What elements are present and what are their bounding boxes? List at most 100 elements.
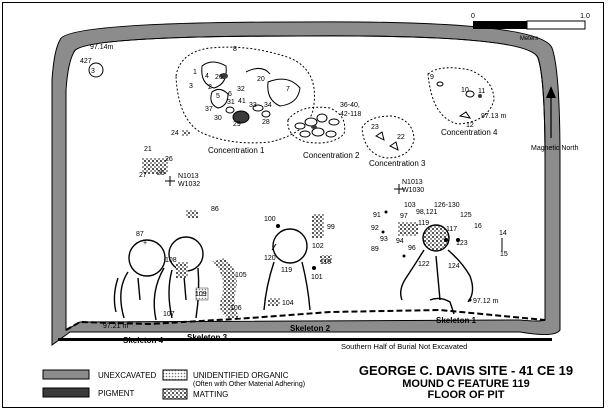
label-30: 30 [214,115,222,122]
label-119: 119 [418,220,429,227]
legend-pigment: PIGMENT [98,389,135,398]
unexcavated-area [51,21,561,346]
label-6: 6 [228,91,232,98]
label-42-118: 42-118 [340,111,361,118]
label-106: 106 [230,305,242,312]
label-26b: 26 [165,156,173,163]
concentration-3: 23 22 Concentration 3 [361,115,426,168]
title-line-3: FLOOR OF PIT [428,389,505,401]
concentration-3-label: Concentration 3 [369,159,426,168]
label-20: 20 [257,76,265,83]
label-108: 108 [165,257,177,264]
skeleton-3-label: Skeleton 3 [187,333,228,342]
north-label: Magnetic North [531,145,579,152]
label-25: 25 [157,170,165,177]
matting-105-106: 105 109 106 107 [163,258,247,318]
west-cluster: 24 21 26 27 25 [139,130,190,179]
legend-unexcavated: UNEXCAVATED [98,371,156,380]
southern-half-note: Southern Half of Burial Not Excavated [341,342,467,351]
label-1: 1 [193,69,197,76]
label-117: 117 [446,226,457,233]
label-28: 28 [262,119,270,126]
item-86: 86 [186,206,219,218]
label-8: 8 [233,46,237,53]
label-109: 109 [195,291,207,298]
label-10: 10 [461,87,469,94]
label-3: 3 [189,83,193,90]
label-36-40: 36-40, [340,102,360,109]
legend-matting: MATTING [193,390,228,399]
label-21: 21 [144,146,152,153]
title-line-2: MOUND C FEATURE 119 [402,378,530,390]
datum-b-w: W1030 [402,187,424,194]
label-107: 107 [163,311,175,318]
label-37: 37 [205,106,213,113]
label-110: 110 [320,259,331,266]
label-96: 96 [408,245,416,252]
concentration-4: 9 10 11 12 97.13 m Concentration 4 [427,67,506,137]
label-26: 26 [215,74,223,81]
south-edge-line [58,338,552,341]
concentration-2: 36-40, 42-118 Concentration 2 [287,102,361,160]
legend-matting-swatch [162,388,188,400]
label-12: 12 [466,122,474,129]
label-123: 123 [456,240,468,247]
label-33: 33 [249,102,257,109]
label-100: 100 [264,216,276,223]
datum-n1013-w1030: N1013 W1030 [394,179,424,194]
skeleton-1 [399,224,474,315]
label-94: 94 [396,238,404,245]
label-102: 102 [312,243,324,250]
label-11: 11 [478,88,485,95]
label-91: 91 [373,212,381,219]
label-120: 120 [264,255,276,262]
label-5: 5 [216,93,220,100]
label-32: 32 [237,86,245,93]
title-line-1: GEORGE C. DAVIS SITE - 41 CE 19 [359,363,573,378]
label-34: 34 [264,102,272,109]
concentration-1-label: Concentration 1 [208,146,265,155]
nw-datum: 97.14m 427 3 [80,44,114,78]
pit-outline [73,35,546,320]
label-24: 24 [171,130,179,137]
label-124: 124 [448,263,460,270]
concentration-1: 8 1 4 26 3 2 5 6 32 20 7 31 37 41 33 34 … [175,46,315,155]
label-126-130: 126-130 [434,202,460,209]
label-22: 22 [397,134,405,141]
scale-bar: 0 1.0 Meters [471,13,590,42]
north-arrow-icon [546,86,556,98]
label-92: 92 [371,225,379,232]
skeleton-2-label: Skeleton 2 [290,324,331,333]
skeleton-1-items: 103 126-130 91 97 98,121 125 16 119 92 1… [371,202,508,305]
skeleton-4-label: Skeleton 4 [123,336,164,345]
label-93: 93 [380,236,388,243]
label-31: 31 [227,99,235,106]
label-89: 89 [371,246,379,253]
north-arrow: Magnetic North [531,86,579,152]
concentration-2-label: Concentration 2 [303,151,360,160]
skeleton-2 [263,228,311,311]
label-103: 103 [404,202,416,209]
elevation-se: 97.12 m [473,298,498,305]
datum-b-n: N1013 [402,179,423,186]
label-41: 41 [238,98,246,105]
label-29: 29 [233,121,241,128]
title-block: GEORGE C. DAVIS SITE - 41 CE 19 MOUND C … [359,363,573,401]
label-87-cross: + [143,240,147,247]
scale-start: 0 [471,13,475,20]
legend: UNEXCAVATED PIGMENT UNIDENTIFIED ORGANIC… [42,369,305,400]
datum-n1013-w1032: N1013 W1032 [165,173,200,188]
datum-a-w: W1032 [178,181,200,188]
label-105: 105 [235,272,247,279]
label-427: 427 [80,58,92,65]
elevation-sw: 97.21 m [103,323,128,330]
skeleton-1-label: Skeleton 1 [436,316,477,325]
label-4: 4 [205,73,209,80]
label-99: 99 [327,224,335,231]
label-3a: 3 [91,68,95,75]
label-15: 15 [500,251,508,258]
label-9: 9 [430,74,434,81]
label-104: 104 [282,300,294,307]
elevation-ne: 97.13 m [481,113,506,120]
legend-organic-swatch [162,369,188,381]
